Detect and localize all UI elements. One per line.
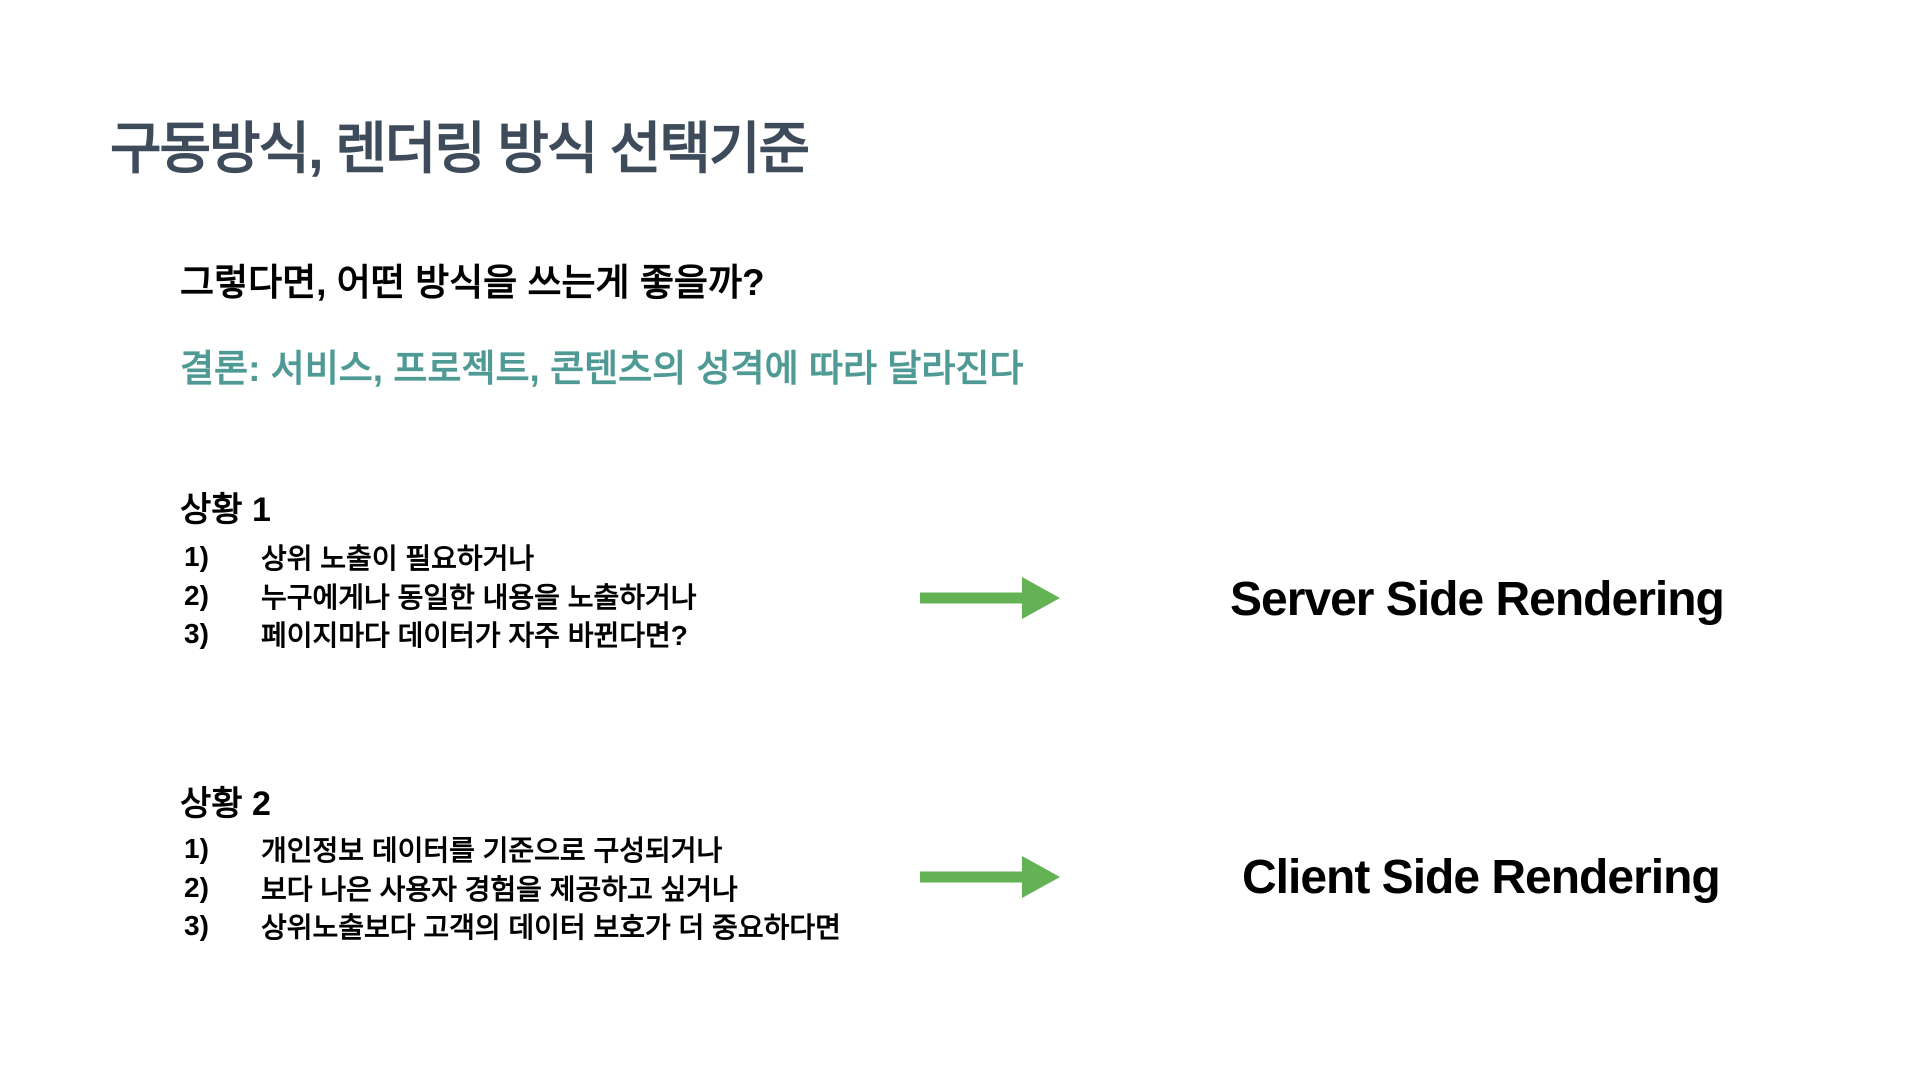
list-item-text: 상위노출보다 고객의 데이터 보호가 더 중요하다면 <box>261 912 841 944</box>
section-1-list: 1) 상위 노출이 필요하거나 2) 누구에게나 동일한 내용을 노출하거나 3… <box>184 538 697 654</box>
section-2-heading: 상황 2 <box>180 785 271 823</box>
right-arrow-icon <box>920 856 1060 898</box>
right-arrow-icon <box>920 577 1060 619</box>
list-item-number: 3) <box>184 910 209 942</box>
list-item-text: 누구에게나 동일한 내용을 노출하거나 <box>261 581 697 613</box>
list-item-text: 페이지마다 데이터가 자주 바뀐다면? <box>261 620 688 652</box>
result-label-ssr: Server Side Rendering <box>1230 573 1725 626</box>
list-item-number: 3) <box>184 618 209 650</box>
list-item-number: 1) <box>184 541 209 573</box>
list-item: 1) 상위 노출이 필요하거나 <box>184 538 697 577</box>
section-2-list: 1) 개인정보 데이터를 기준으로 구성되거나 2) 보다 나은 사용자 경험을… <box>184 830 841 946</box>
result-label-csr: Client Side Rendering <box>1242 851 1721 904</box>
list-item: 1) 개인정보 데이터를 기준으로 구성되거나 <box>184 830 841 869</box>
conclusion-text: 결론: 서비스, 프로젝트, 콘텐츠의 성격에 따라 달라진다 <box>180 348 1024 389</box>
question-heading: 그렇다면, 어떤 방식을 쓰는게 좋을까? <box>180 262 765 303</box>
list-item-text: 개인정보 데이터를 기준으로 구성되거나 <box>261 835 723 867</box>
list-item: 2) 누구에게나 동일한 내용을 노출하거나 <box>184 577 697 616</box>
list-item-text: 보다 나은 사용자 경험을 제공하고 싶거나 <box>261 873 738 905</box>
section-1-heading: 상황 1 <box>180 491 271 529</box>
list-item-number: 1) <box>184 833 209 865</box>
list-item-number: 2) <box>184 871 209 903</box>
list-item-number: 2) <box>184 579 209 611</box>
list-item-text: 상위 노출이 필요하거나 <box>261 543 535 575</box>
page-title: 구동방식, 렌더링 방식 선택기준 <box>110 117 810 180</box>
list-item: 2) 보다 나은 사용자 경험을 제공하고 싶거나 <box>184 869 841 908</box>
list-item: 3) 페이지마다 데이터가 자주 바뀐다면? <box>184 615 697 654</box>
list-item: 3) 상위노출보다 고객의 데이터 보호가 더 중요하다면 <box>184 907 841 946</box>
